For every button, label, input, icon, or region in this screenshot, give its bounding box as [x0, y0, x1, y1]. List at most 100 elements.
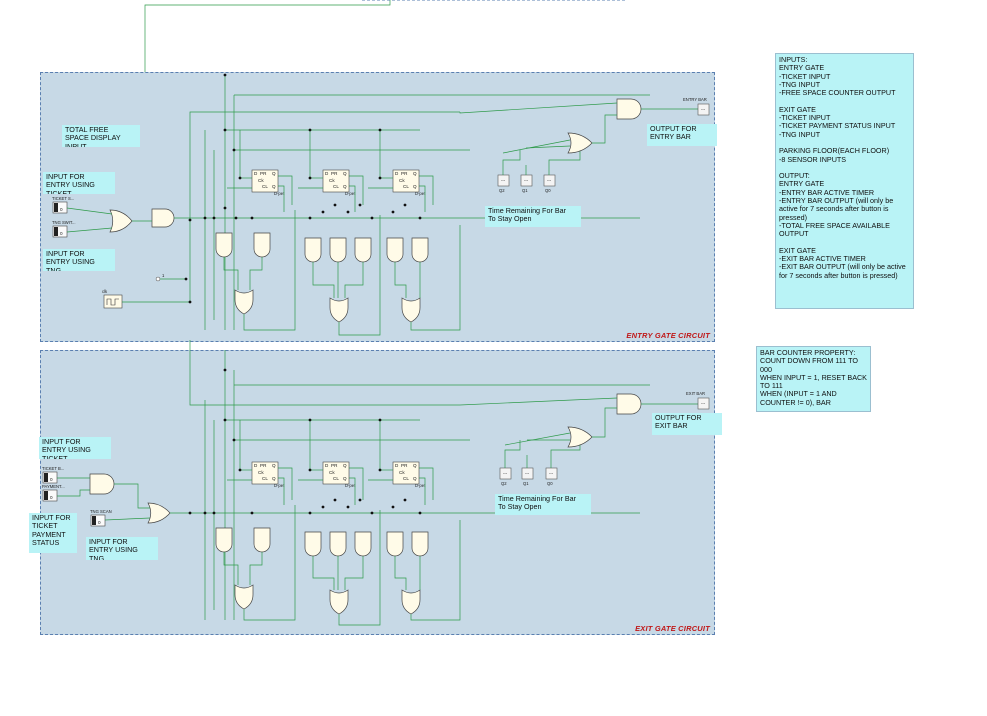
junction-dot	[358, 203, 362, 207]
wire	[410, 225, 461, 331]
switch-knob	[44, 473, 48, 482]
ff-ck-label: Ck	[258, 178, 264, 183]
wire	[122, 111, 460, 303]
and-gate	[411, 531, 429, 557]
output-probe	[543, 174, 556, 187]
wire	[592, 407, 617, 438]
probe-value: ---	[701, 107, 706, 112]
flip-flop	[322, 169, 350, 193]
probe-label: Q1	[523, 481, 529, 486]
input-switch	[42, 471, 58, 484]
wire	[459, 102, 618, 114]
switch-value: 0	[50, 477, 53, 482]
wire	[312, 262, 335, 298]
input-switch	[90, 514, 106, 527]
ff-qn-label: Q	[413, 184, 417, 189]
exit-payment-label: INPUT FOR TICKET PAYMENT STATUS	[29, 513, 77, 553]
ff-type-label: D-pet	[415, 483, 426, 488]
wire	[114, 483, 150, 509]
or-gate	[401, 589, 421, 615]
probe-value: ---	[524, 178, 529, 183]
wire	[278, 185, 285, 212]
const-pin	[155, 276, 161, 282]
junction-dot	[250, 216, 254, 220]
exit-output-label: OUTPUT FOR EXIT BAR	[652, 413, 722, 435]
switch-value: 0	[60, 231, 63, 236]
flip-flop	[392, 461, 420, 485]
junction-dot	[232, 148, 236, 152]
wire	[592, 114, 617, 144]
ff-pr-label: PR	[331, 171, 338, 176]
junction-dot	[238, 176, 242, 180]
ff-d-label: D	[254, 463, 258, 468]
ff-d-label: D	[395, 171, 399, 176]
junction-dot	[391, 210, 395, 214]
wire	[502, 139, 571, 154]
output-probe	[697, 397, 710, 410]
probe-label: Q0	[545, 188, 551, 193]
wire	[144, 0, 391, 72]
output-probe	[520, 174, 533, 187]
wire	[419, 467, 434, 500]
clock-source	[103, 294, 123, 309]
wire	[312, 556, 335, 590]
and-gate	[616, 393, 642, 415]
exit-timer-label: Time Remaining For Bar To Stay Open	[495, 494, 591, 515]
ff-cl-label: CL	[262, 184, 268, 189]
probe-label: Q2	[501, 481, 507, 486]
junction-dot	[346, 210, 350, 214]
and-gate	[215, 232, 233, 258]
flip-flop	[251, 461, 279, 485]
ff-pr-label: PR	[260, 171, 267, 176]
probe-value: ---	[547, 178, 552, 183]
wire	[243, 210, 296, 331]
wire	[349, 175, 364, 205]
ff-cl-label: CL	[262, 476, 268, 481]
junction-dot	[358, 498, 362, 502]
wire	[548, 150, 581, 175]
entry-bar-pin-label: ENTRY BAR	[683, 97, 707, 102]
ff-ck-label: Ck	[329, 178, 335, 183]
junction-dot	[403, 203, 407, 207]
junction-dot	[212, 216, 216, 220]
probe-label: Q1	[522, 188, 528, 193]
junction-dot	[223, 368, 227, 372]
wire	[66, 227, 113, 233]
switch-label: TNG SCAN	[90, 509, 112, 514]
ff-pr-label: PR	[401, 171, 408, 176]
junction-dot	[333, 203, 337, 207]
input-switch	[52, 201, 68, 214]
switch-label: TNG SWIT...	[52, 220, 76, 225]
ff-cl-label: CL	[333, 476, 339, 481]
flip-flop	[392, 169, 420, 193]
output-probe	[497, 174, 510, 187]
const-label: 1	[162, 273, 165, 278]
wire	[419, 477, 426, 505]
entry-output-label: OUTPUT FOR ENTRY BAR	[647, 124, 717, 146]
junction-dot	[250, 511, 254, 515]
switch-knob	[54, 203, 58, 212]
junction-dot	[321, 505, 325, 509]
switch-knob	[44, 491, 48, 500]
and-gate	[253, 232, 271, 258]
wire	[278, 467, 293, 500]
wire	[278, 477, 285, 505]
wire	[249, 552, 263, 585]
and-gate	[304, 237, 322, 263]
junction-dot	[378, 128, 382, 132]
ff-qn-label: Q	[413, 476, 417, 481]
ff-d-label: D	[254, 171, 258, 176]
ff-pr-label: PR	[401, 463, 408, 468]
and-gate	[411, 237, 429, 263]
entry-timer-label: Time Remaining For Bar To Stay Open	[485, 206, 581, 227]
bar-counter-note: BAR COUNTER PROPERTY: COUNT DOWN FROM 11…	[756, 346, 871, 412]
or-gate	[234, 584, 254, 610]
junction-dot	[188, 218, 192, 222]
junction-dot	[321, 210, 325, 214]
wire	[338, 215, 381, 336]
output-probe	[545, 467, 558, 480]
ff-q-label: Q	[272, 171, 276, 176]
junction-dot	[308, 468, 312, 472]
